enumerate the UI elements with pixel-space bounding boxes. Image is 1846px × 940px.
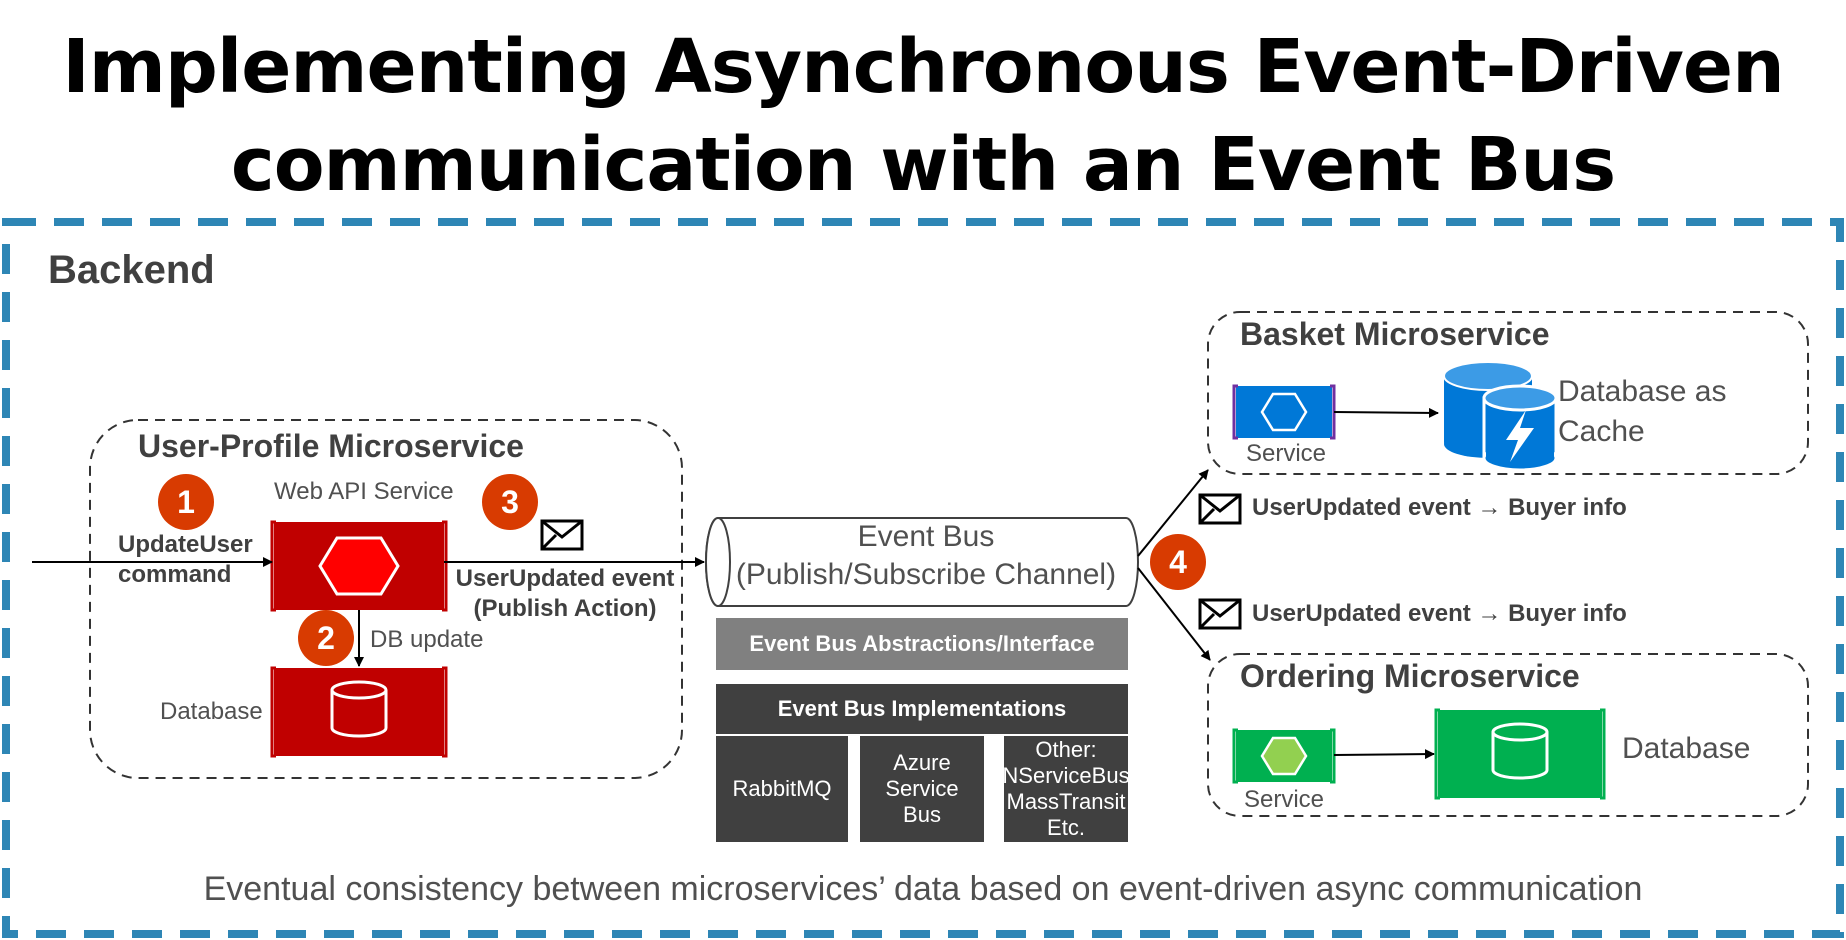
basket-service-box [1232,384,1336,440]
ordering-db-arrow [1333,749,1435,760]
db-update-label: DB update [370,626,484,653]
subscription-label-basket: UserUpdated event → Buyer info [1252,494,1627,521]
envelope-icon [1198,598,1242,630]
impl-other-line-2: NServiceBus [1002,763,1130,788]
impl-azure-line-3: Bus [903,802,941,827]
command-label: UpdateUser command [118,530,253,590]
ordering-service-label: Service [1244,786,1325,813]
command-line-2: command [118,561,232,588]
ordering-boundary [1207,653,1809,817]
hexagon-icon [318,536,400,596]
ordering-title: Ordering Microservice [1240,658,1580,694]
step-4-badge: 4 [1150,534,1206,590]
basket-boundary [1207,311,1809,475]
envelope-icon [540,519,584,551]
footer-caption: Eventual consistency between microservic… [203,870,1643,908]
title-line-1: Implementing Asynchronous Event-Driven [62,24,1785,110]
impl-azure-line-1: Azure [893,750,951,775]
event-bus-implementations-bar: Event Bus Implementations [716,684,1128,734]
fanout-arrow-ordering [1137,567,1211,661]
publish-event-line-1: UserUpdated event [455,565,675,592]
impl-other-line-1: Other: [1035,737,1097,762]
lightning-icon [1506,410,1534,462]
database-label: Database [160,698,263,725]
user-profile-database-box [270,666,448,758]
impl-other: Other: NServiceBus MassTransit Etc. [1002,736,1130,842]
basket-service-label: Service [1246,440,1327,467]
step-2-badge: 2 [298,610,354,666]
page-title: Implementing Asynchronous Event-Driven c… [0,18,1846,214]
cache-label: Database as Cache [1558,372,1726,452]
web-api-label: Web API Service [274,478,454,505]
database-icon [330,680,388,738]
command-line-1: UpdateUser [118,531,253,558]
event-bus-label: Event Bus (Publish/Subscribe Channel) [716,518,1136,594]
backend-label: Backend [48,248,215,292]
cache-line-1: Database as [1558,375,1727,408]
publish-event-label: UserUpdated event (Publish Action) [450,564,680,624]
user-profile-boundary [89,419,683,779]
step-1-badge: 1 [158,474,214,530]
publish-event-line-2: (Publish Action) [473,595,657,622]
impl-other-line-3: MassTransit [1006,789,1126,814]
event-bus-line-2: (Publish/Subscribe Channel) [735,558,1117,591]
backend-frame [2,218,1844,938]
step-3-badge: 3 [482,474,538,530]
ordering-service-box [1232,728,1336,784]
database-icon [1491,722,1549,780]
impl-azure-line-2: Service [885,776,959,801]
ordering-database-label: Database [1622,732,1751,765]
cache-database-icon [1443,361,1558,472]
envelope-icon [1198,493,1242,525]
impl-other-line-4: Etc. [1047,815,1085,840]
event-bus-line-1: Event Bus [857,520,995,553]
hexagon-icon [1260,736,1308,776]
web-api-service-box [270,520,448,612]
event-bus-abstractions-bar: Event Bus Abstractions/Interface [716,618,1128,670]
event-bus-cylinder [705,517,1139,607]
basket-cache-arrow [1333,407,1439,418]
user-profile-title: User-Profile Microservice [138,428,524,464]
ordering-database-box [1434,708,1606,800]
title-line-2: communication with an Event Bus [230,122,1616,208]
subscription-label-ordering: UserUpdated event → Buyer info [1252,600,1627,627]
basket-title: Basket Microservice [1240,316,1550,352]
hexagon-icon [1260,392,1308,432]
fanout-arrow-basket [1137,469,1209,557]
cache-line-2: Cache [1558,415,1645,448]
impl-rabbitmq: RabbitMQ [716,736,848,842]
impl-azure-service-bus: Azure Service Bus [860,736,984,842]
